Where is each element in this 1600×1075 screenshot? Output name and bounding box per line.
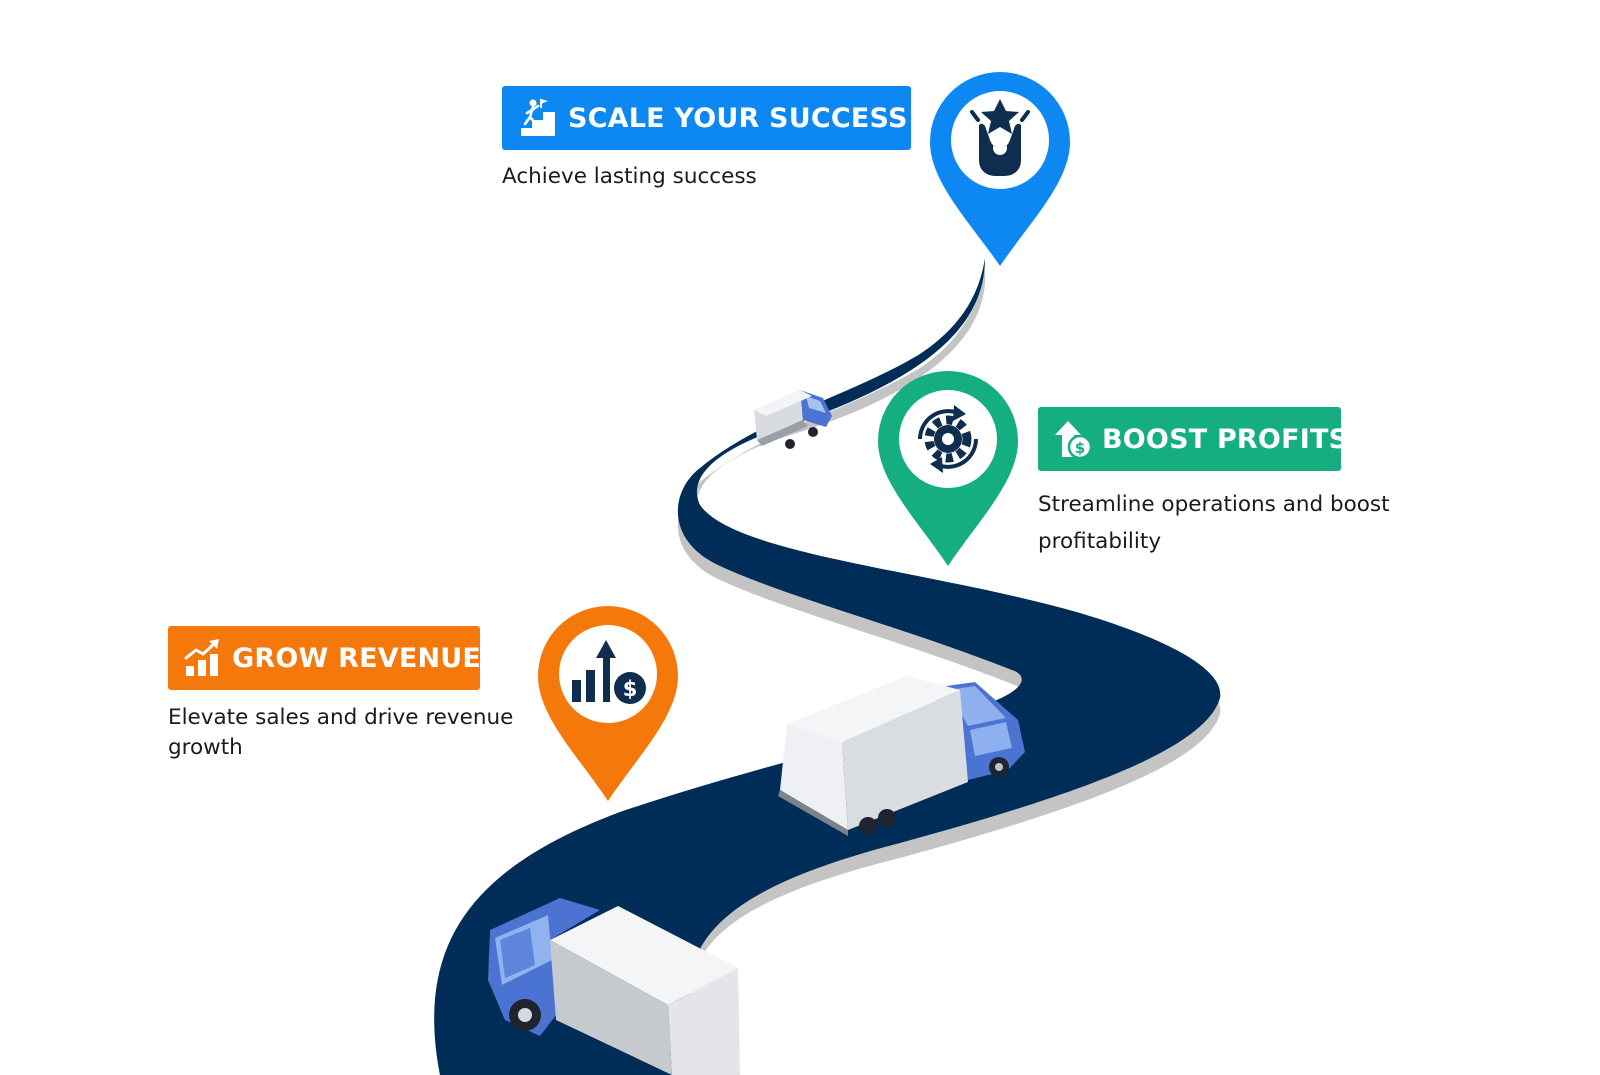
banner-boost: $ BOOST PROFITS xyxy=(1038,407,1348,471)
gear-cycle-icon xyxy=(918,405,978,473)
pin-boost xyxy=(878,371,1018,566)
pin-scale xyxy=(930,72,1070,266)
banner-scale: SCALE YOUR SUCCESS xyxy=(502,86,911,150)
road xyxy=(434,258,1221,1075)
truck-small xyxy=(754,390,832,449)
growth-chart-icon xyxy=(184,638,222,678)
truck-large xyxy=(488,898,740,1075)
banner-scale-title: SCALE YOUR SUCCESS xyxy=(568,102,908,134)
banner-boost-title: BOOST PROFITS xyxy=(1102,423,1349,455)
truck-medium xyxy=(778,676,1025,836)
house-dollar-arrow-icon: $ xyxy=(1054,419,1092,459)
chart-dollar-icon: $ xyxy=(572,640,646,704)
banner-grow: GROW REVENUE xyxy=(168,626,482,690)
desc-grow: Elevate sales and drive revenue growth xyxy=(168,705,514,760)
desc-boost: Streamline operations and boost profitab… xyxy=(1038,492,1390,554)
svg-text:$: $ xyxy=(1075,439,1085,457)
banner-grow-title: GROW REVENUE xyxy=(232,642,482,674)
stairs-climb-icon xyxy=(518,98,558,138)
pin-grow: $ xyxy=(538,606,678,801)
desc-scale: Achieve lasting success xyxy=(502,164,757,189)
achievement-star-icon xyxy=(970,99,1030,176)
svg-text:$: $ xyxy=(623,677,638,701)
